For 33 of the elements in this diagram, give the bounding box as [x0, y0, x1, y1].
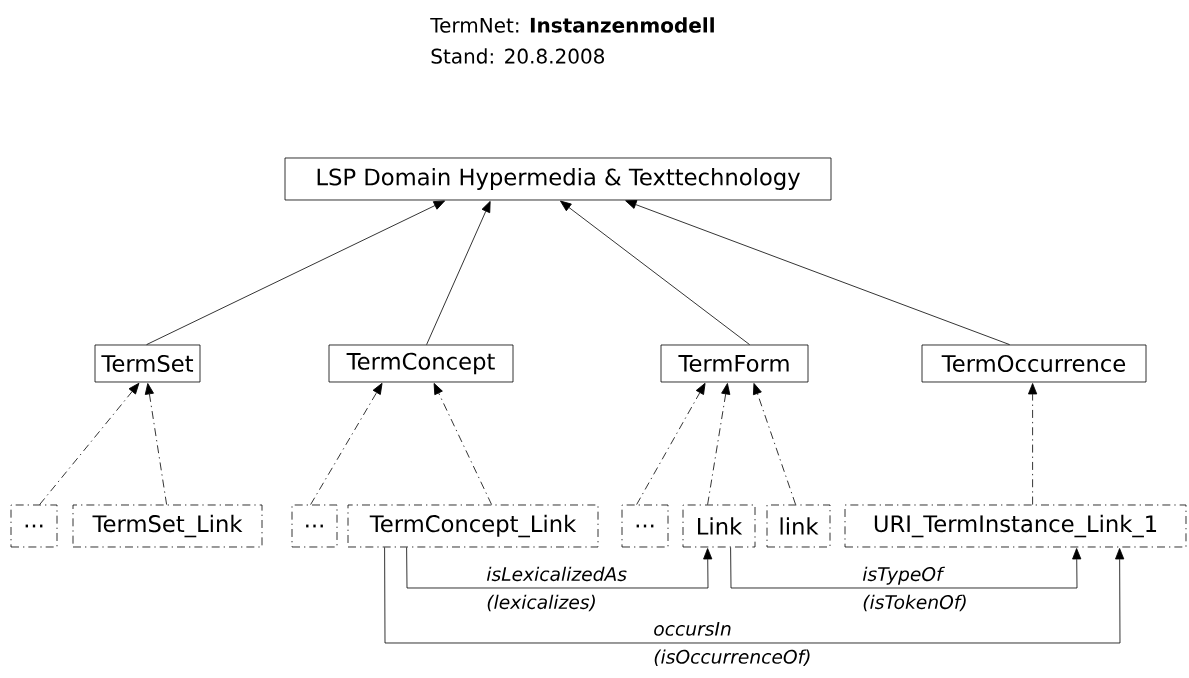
arrow — [560, 200, 750, 345]
arrow — [39, 382, 140, 505]
arrow — [146, 200, 445, 345]
instance-box: TermSet_Link — [72, 504, 263, 548]
class-box: TermForm — [660, 344, 809, 383]
class-box: LSP Domain Hypermedia & Texttechnology — [284, 157, 832, 201]
arrow — [636, 382, 706, 505]
arrow — [426, 201, 491, 345]
edge-label: occursIn (isOccurrenceOf) — [654, 621, 810, 667]
instance-box: ... — [291, 504, 338, 548]
arrow — [730, 547, 1082, 589]
class-box: TermSet — [94, 344, 201, 383]
instance-box: ... — [10, 504, 58, 548]
instance-box: link — [766, 504, 831, 548]
instance-box: ... — [621, 504, 669, 548]
instance-box: Link — [682, 504, 756, 548]
class-box: TermConcept — [328, 344, 514, 383]
arrow — [753, 383, 796, 505]
arrow — [384, 547, 1125, 644]
arrow — [310, 382, 383, 505]
edge-label: isTypeOf (isTokenOf) — [862, 566, 966, 612]
instance-box: TermConcept_Link — [347, 504, 599, 548]
arrow — [144, 383, 167, 505]
arrow — [406, 547, 713, 589]
class-box: TermOccurrence — [921, 344, 1147, 383]
title: TermNet: Instanzenmodell — [430, 17, 714, 33]
date-label: Stand: 20.8.2008 — [431, 48, 605, 64]
instance-box: URI_TermInstance_Link_1 — [844, 504, 1187, 548]
arrow — [625, 200, 1010, 345]
arrow — [1028, 383, 1038, 505]
arrow — [433, 383, 492, 505]
arrow — [707, 383, 731, 505]
edge-label: isLexicalizedAs (lexicalizes) — [486, 566, 627, 612]
